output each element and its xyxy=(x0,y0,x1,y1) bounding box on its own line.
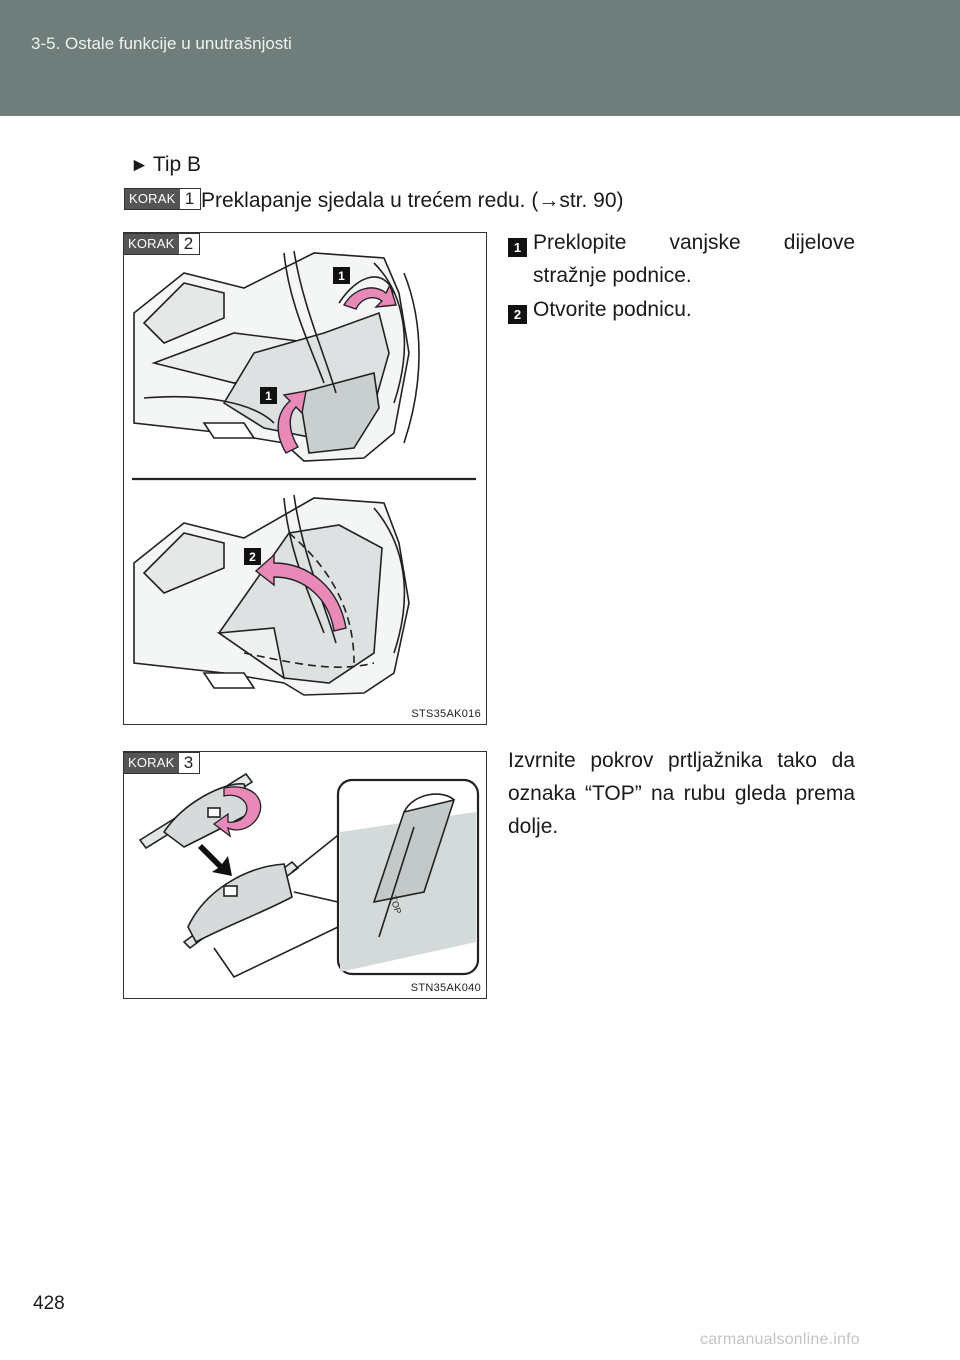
callout-1-left: 1 xyxy=(260,387,277,404)
rotate-arrow-icon xyxy=(277,390,307,454)
folding-floor-illustration: 1 1 2 xyxy=(132,250,476,696)
page-number: 428 xyxy=(33,1293,65,1314)
step-2-item-1: 1 Preklopite vanjske dijelove stražnje p… xyxy=(508,226,855,292)
item-text: Preklopite vanjske dijelove stražnje pod… xyxy=(533,231,855,287)
item-text: Otvorite podnicu. xyxy=(533,298,692,321)
step-1-text: Preklapanje sjedala u trećem redu. (→str… xyxy=(201,189,624,212)
step-badge-2: KORAK 2 xyxy=(124,233,200,255)
svg-text:1: 1 xyxy=(338,269,345,283)
header-bar: 3-5. Ostale funkcije u unutrašnjosti xyxy=(0,0,960,116)
svg-text:1: 1 xyxy=(265,389,272,403)
step-badge-number: 1 xyxy=(184,189,195,208)
callout-1-top: 1 xyxy=(333,267,350,284)
step-badge-word: KORAK xyxy=(124,753,179,773)
step-3-figure: TOP KORAK 3 STN35AK040 xyxy=(123,751,487,999)
step-badge-word: KORAK xyxy=(124,234,179,254)
rotate-arrow-icon xyxy=(342,283,397,310)
tip-label: Tip B xyxy=(152,153,202,176)
triangle-marker-icon: ► xyxy=(130,155,149,176)
figure-code: STS35AK016 xyxy=(411,708,481,720)
step-badge-3: KORAK 3 xyxy=(124,752,200,774)
section-title: 3-5. Ostale funkcije u unutrašnjosti xyxy=(31,34,292,53)
item-number-badge: 2 xyxy=(508,305,527,324)
step-badge-word: KORAK xyxy=(125,189,180,209)
rotate-arrow-icon xyxy=(212,786,262,838)
step-3-text: Izvrnite pokrov prtljažnika tako da ozna… xyxy=(508,749,855,838)
step-badge-number: 2 xyxy=(183,234,194,253)
watermark: carmanualsonline.info xyxy=(700,1331,860,1348)
callout-2: 2 xyxy=(244,548,261,565)
step-badge-1: KORAK 1 xyxy=(124,188,201,210)
step-badge-number: 3 xyxy=(183,753,194,772)
svg-text:2: 2 xyxy=(249,550,256,564)
tonneau-cover-illustration: TOP xyxy=(138,772,480,979)
step-2-item-2: 2 Otvorite podnicu. xyxy=(508,293,855,326)
step-2-figure: 1 1 2 KORAK 2 STS35AK016 xyxy=(123,232,487,725)
down-arrow-icon xyxy=(198,844,232,876)
tip-heading: ►Tip B xyxy=(130,148,201,182)
rotate-arrow-icon xyxy=(254,553,347,632)
figure-code: STN35AK040 xyxy=(410,982,481,994)
item-number-badge: 1 xyxy=(508,238,527,257)
